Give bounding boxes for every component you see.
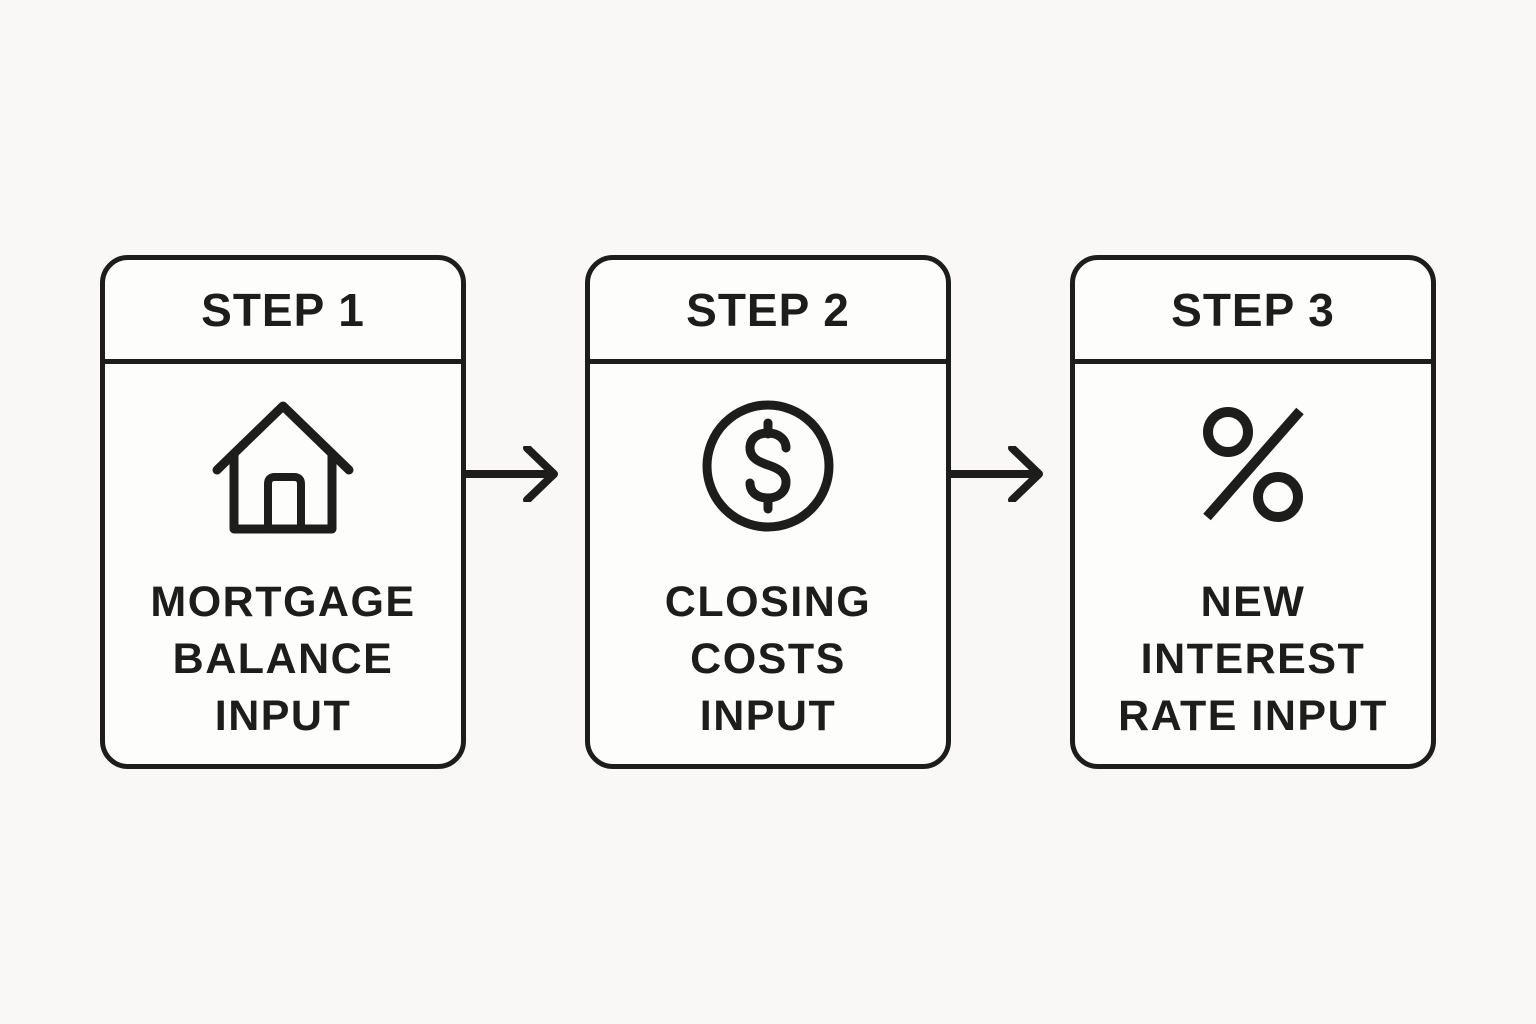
- percent-icon: [1201, 396, 1305, 536]
- step-card-2: STEP 2 CLOSING COSTS INPUT: [585, 255, 951, 769]
- step-card-3-header: STEP 3: [1075, 260, 1431, 364]
- step-2-label-line-3: INPUT: [699, 692, 837, 740]
- step-2-label-line-2: COSTS: [690, 635, 846, 683]
- step-card-2-body: CLOSING COSTS INPUT: [590, 364, 946, 764]
- step-1-label: MORTGAGE BALANCE INPUT: [150, 574, 415, 745]
- step-flow-diagram: STEP 1 MORTGAGE BALANCE INPUT: [100, 255, 1436, 769]
- step-card-3: STEP 3 NEW INTEREST RATE INPUT: [1070, 255, 1436, 769]
- flow-arrow-1: [466, 446, 560, 502]
- step-1-label-line-3: INPUT: [214, 692, 352, 740]
- step-card-1-body: MORTGAGE BALANCE INPUT: [105, 364, 461, 764]
- step-card-2-header: STEP 2: [590, 260, 946, 364]
- step-2-label-line-1: CLOSING: [664, 578, 872, 626]
- step-card-3-body: NEW INTEREST RATE INPUT: [1075, 364, 1431, 764]
- dollar-circle-icon: [698, 396, 838, 536]
- step-card-1-header: STEP 1: [105, 260, 461, 364]
- step-2-label: CLOSING COSTS INPUT: [665, 574, 871, 745]
- flow-arrow-2: [951, 446, 1045, 502]
- step-1-title: STEP 1: [201, 283, 365, 336]
- step-2-title: STEP 2: [686, 283, 850, 336]
- step-3-title: STEP 3: [1171, 283, 1335, 336]
- step-3-label-line-1: NEW: [1200, 578, 1306, 626]
- step-1-label-line-2: BALANCE: [172, 635, 394, 683]
- step-card-1: STEP 1 MORTGAGE BALANCE INPUT: [100, 255, 466, 769]
- step-1-label-line-1: MORTGAGE: [150, 578, 416, 626]
- step-3-label-line-2: INTEREST: [1140, 635, 1366, 683]
- step-3-label: NEW INTEREST RATE INPUT: [1118, 574, 1388, 745]
- house-icon: [207, 396, 359, 536]
- step-3-label-line-3: RATE INPUT: [1118, 692, 1388, 740]
